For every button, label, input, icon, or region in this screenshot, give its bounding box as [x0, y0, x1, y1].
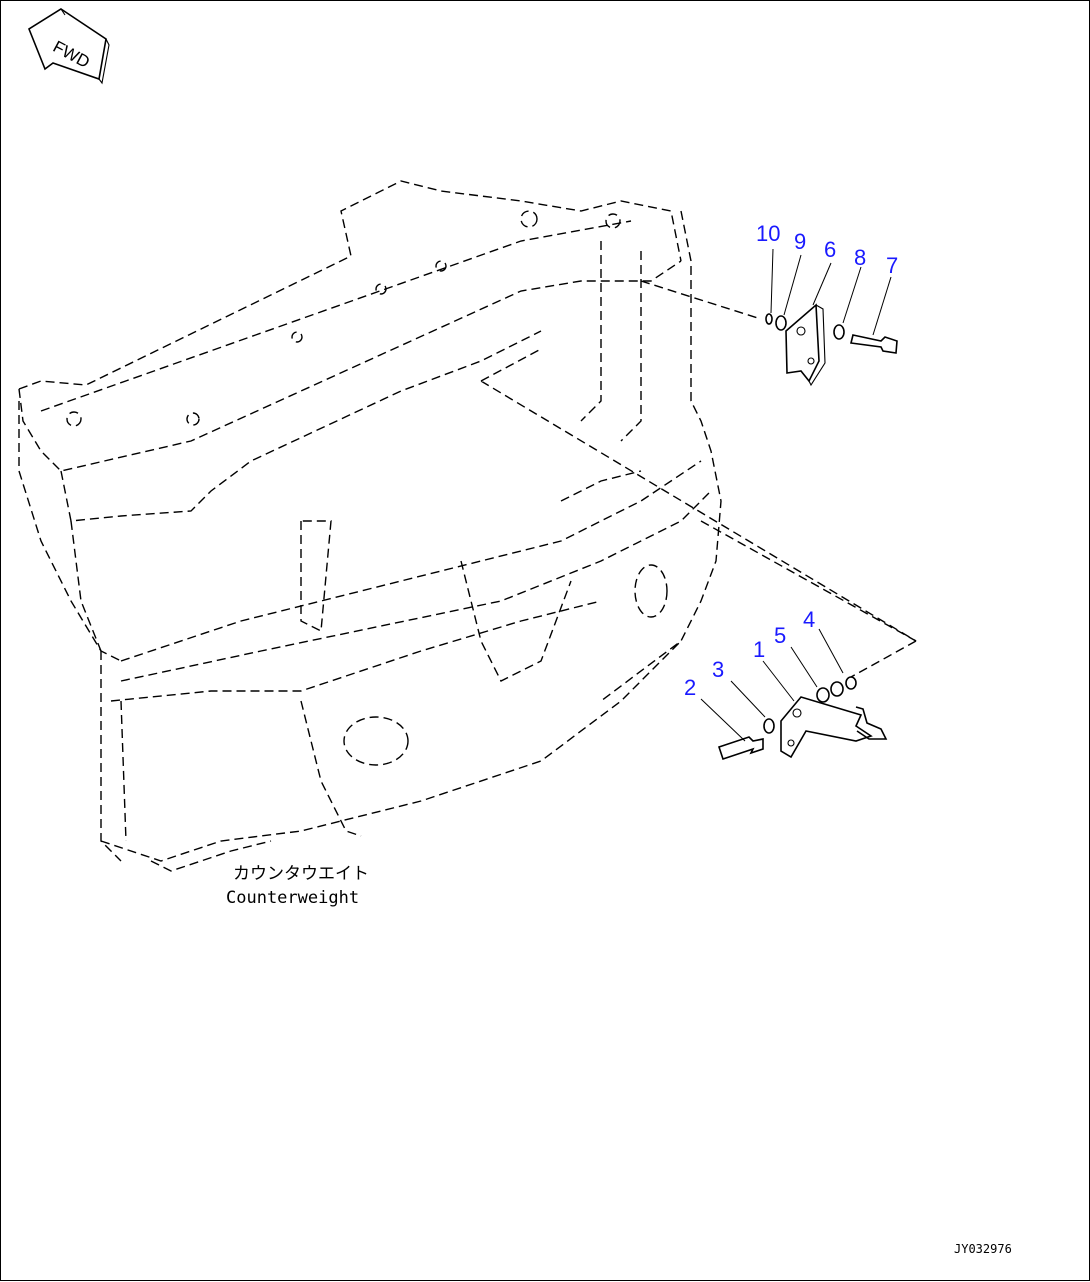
- nut-5b: [830, 681, 844, 697]
- upper-bracket-assembly: [640, 248, 898, 387]
- machine-frame: [18, 180, 722, 872]
- nut-9: [775, 315, 787, 331]
- callout-2: 2: [684, 675, 696, 700]
- callout-9: 9: [794, 229, 806, 254]
- callout-6: 6: [824, 237, 836, 262]
- callout-3: 3: [712, 657, 724, 682]
- washer-3: [763, 718, 775, 734]
- bolt-7: [850, 334, 898, 354]
- callout-5: 5: [774, 623, 786, 648]
- fwd-label: FWD: [50, 37, 93, 72]
- callout-4: 4: [803, 607, 815, 632]
- nut-5a: [816, 687, 830, 703]
- callout-7: 7: [886, 253, 898, 278]
- bracket-1: [780, 696, 873, 759]
- callout-10: 10: [756, 221, 780, 246]
- caption-english: Counterweight: [226, 888, 359, 908]
- fwd-arrow-icon: FWD: [28, 8, 110, 85]
- caption-japanese: カウンタウエイト: [233, 864, 369, 884]
- washer-8: [833, 324, 845, 340]
- washer-10: [765, 313, 773, 325]
- drawing-code: JY032976: [954, 1242, 1012, 1256]
- bracket-6: [785, 303, 820, 383]
- lower-bracket-assembly: [480, 348, 917, 761]
- bolt-2: [717, 736, 764, 761]
- callout-8: 8: [854, 245, 866, 270]
- callout-1: 1: [753, 637, 765, 662]
- washer-4: [845, 676, 857, 690]
